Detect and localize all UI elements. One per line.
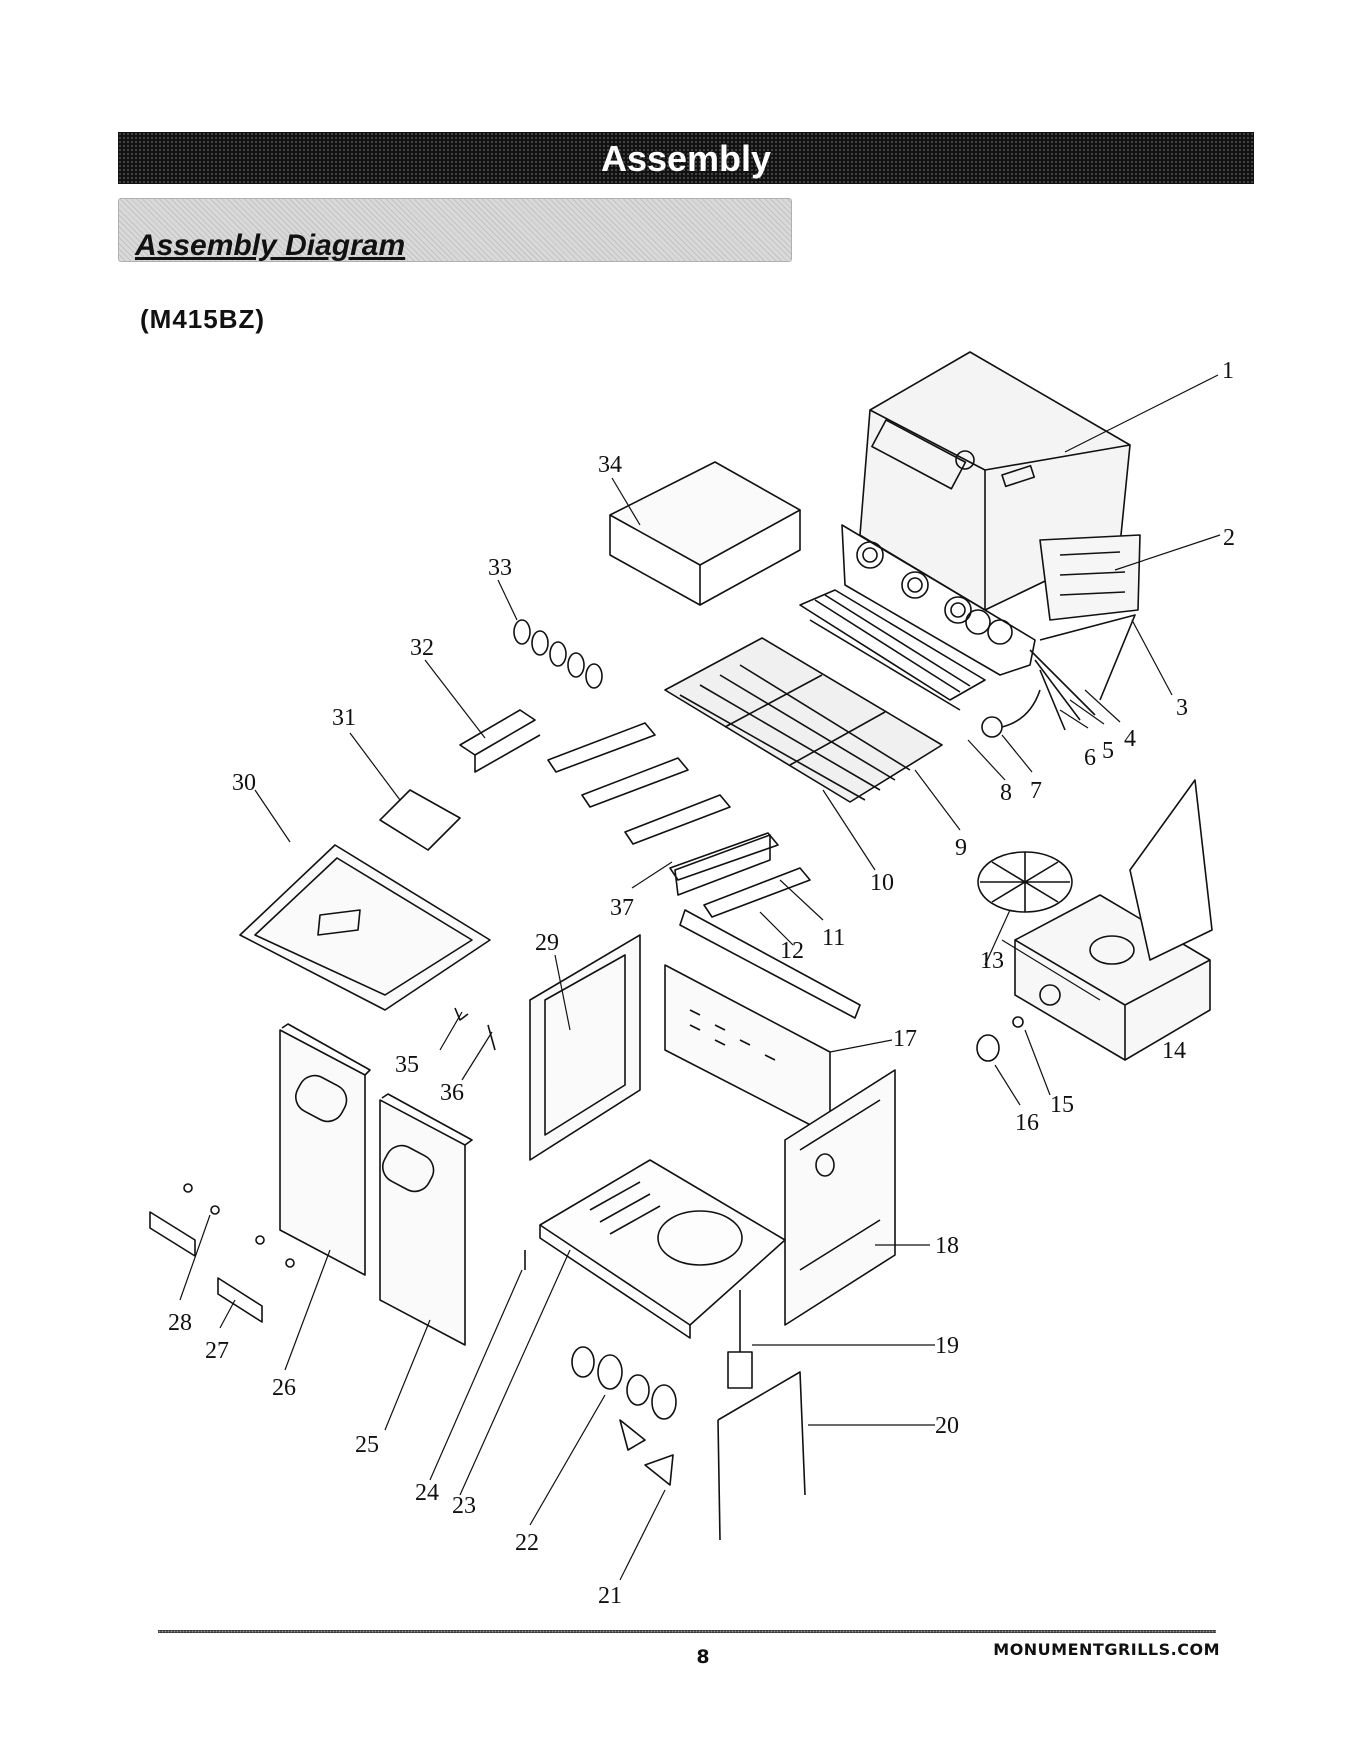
callout-23: 23 — [452, 1493, 476, 1519]
callout-10: 10 — [870, 870, 894, 896]
part-side-burner — [1015, 780, 1212, 1060]
callout-6: 6 — [1084, 745, 1096, 771]
callout-17: 17 — [893, 1026, 917, 1052]
part-side-knob — [977, 1035, 999, 1061]
callout-26: 26 — [272, 1375, 296, 1401]
callout-27: 27 — [205, 1338, 229, 1364]
website-link[interactable]: MONUMENTGRILLS.COM — [900, 1614, 1220, 1659]
callout-20: 20 — [935, 1413, 959, 1439]
callout-29: 29 — [535, 930, 559, 956]
subsection-header: Assembly Diagram — [118, 198, 792, 262]
part-back-panel — [665, 965, 830, 1135]
part-regulator — [982, 690, 1040, 737]
callout-2: 2 — [1223, 525, 1235, 551]
section-banner: Assembly — [118, 132, 1254, 184]
callout-25: 25 — [355, 1432, 379, 1458]
callout-12: 12 — [780, 938, 804, 964]
callout-22: 22 — [515, 1530, 539, 1556]
callout-9: 9 — [955, 835, 967, 861]
page-number: 8 — [688, 1620, 718, 1668]
part-casters — [572, 1347, 676, 1485]
callout-1: 1 — [1222, 358, 1234, 384]
subsection-title: Assembly Diagram — [135, 229, 405, 263]
callout-15: 15 — [1050, 1092, 1074, 1118]
part-tank-holder — [728, 1352, 752, 1388]
part-small-washer — [1013, 1017, 1023, 1027]
callout-7: 7 — [1030, 778, 1042, 804]
model-number: (M415BZ) — [140, 304, 265, 335]
callout-3: 3 — [1176, 695, 1188, 721]
callout-21: 21 — [598, 1583, 622, 1605]
banner-title: Assembly — [118, 138, 1254, 180]
callout-36: 36 — [440, 1080, 464, 1106]
callout-31: 31 — [332, 705, 356, 731]
part-side-bracket — [1040, 535, 1140, 620]
part-door-handles — [150, 1184, 294, 1322]
part-burner-grate — [978, 852, 1072, 912]
part-doors — [280, 1024, 472, 1345]
callout-16: 16 — [1015, 1110, 1039, 1136]
callout-5: 5 — [1102, 738, 1114, 764]
callout-28: 28 — [168, 1310, 192, 1336]
callout-13: 13 — [980, 948, 1004, 974]
part-knob-set — [514, 620, 602, 688]
callout-30: 30 — [232, 770, 256, 796]
callout-11: 11 — [822, 925, 845, 951]
callout-19: 19 — [935, 1333, 959, 1359]
callout-24: 24 — [415, 1480, 439, 1506]
part-cup-bracket — [460, 710, 540, 772]
callout-33: 33 — [488, 555, 512, 581]
callout-32: 32 — [410, 635, 434, 661]
callout-14: 14 — [1162, 1038, 1186, 1064]
callout-35: 35 — [395, 1052, 419, 1078]
part-left-side-panel — [530, 935, 640, 1160]
part-grease-cup — [380, 790, 460, 850]
part-cooking-grates — [665, 638, 942, 802]
part-bottom-panel — [540, 1160, 785, 1338]
callout-18: 18 — [935, 1233, 959, 1259]
part-igniter-rods — [1030, 615, 1135, 730]
callout-8: 8 — [1000, 780, 1012, 806]
callout-34: 34 — [598, 452, 622, 478]
part-tank-rod — [718, 1372, 805, 1540]
part-rear-cover — [610, 462, 800, 605]
callout-37: 37 — [610, 895, 634, 921]
exploded-assembly-diagram: 1 2 3 4 5 6 7 8 9 10 11 12 13 14 15 16 1… — [130, 335, 1250, 1605]
callout-4: 4 — [1124, 726, 1136, 752]
part-grease-tray — [240, 845, 490, 1010]
